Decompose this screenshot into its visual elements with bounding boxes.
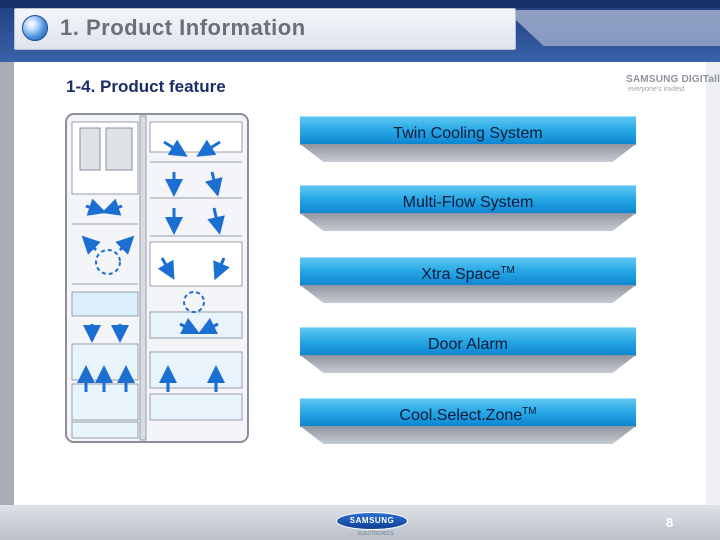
feature-bar-twin-cooling: Twin Cooling System: [300, 116, 636, 162]
feature-bar-fill: [300, 257, 636, 286]
feature-label: Cool.Select.ZoneTM: [300, 398, 636, 426]
feature-bar-fill: [300, 185, 636, 214]
feature-label-text: Multi-Flow System: [402, 194, 534, 211]
feature-bar-fill: [300, 116, 636, 145]
feature-label-text: Xtra Space: [421, 266, 501, 283]
feature-label-text: Cool.Select.Zone: [399, 407, 523, 424]
feature-bar-fill: [300, 327, 636, 356]
brand-logo: SAMSUNG DIGITall everyone's invited.: [626, 74, 720, 96]
right-strip: [706, 62, 720, 505]
brand-logo-text: SAMSUNG DIGITall: [626, 74, 720, 85]
feature-label-text: Twin Cooling System: [393, 125, 543, 142]
feature-label: Xtra SpaceTM: [300, 257, 636, 285]
feature-bar-shadow: [300, 426, 636, 444]
feature-bar-door-alarm: Door Alarm: [300, 327, 636, 373]
feature-bar-shadow: [300, 285, 636, 303]
feature-bar-shadow: [300, 355, 636, 373]
feature-bar-cool-select-zone: Cool.Select.ZoneTM: [300, 398, 636, 444]
footer-logo-text: SAMSUNG: [349, 516, 395, 525]
section-subtitle: 1-4. Product feature: [66, 77, 226, 96]
feature-label-sup: TM: [500, 265, 515, 276]
feature-label-sup: TM: [522, 406, 537, 417]
samsung-footer-logo: SAMSUNG: [336, 512, 408, 530]
page-title: 1. Product Information: [60, 15, 306, 40]
feature-bar-xtra-space: Xtra SpaceTM: [300, 257, 636, 303]
feature-label: Multi-Flow System: [300, 185, 636, 213]
feature-label: Twin Cooling System: [300, 116, 636, 144]
feature-label-text: Door Alarm: [427, 336, 509, 353]
refrigerator-airflow-illustration: [65, 113, 249, 443]
brand-tagline: everyone's invited.: [628, 86, 686, 93]
feature-bar-shadow: [300, 144, 636, 162]
bullet-circle-icon: [22, 15, 48, 41]
title-tab: [14, 8, 516, 50]
header-stripe: [0, 0, 720, 8]
left-strip: [0, 62, 14, 540]
feature-bar-multi-flow: Multi-Flow System: [300, 185, 636, 231]
footer-logo-subtext: ELECTRONICS: [358, 531, 394, 537]
page-number: 8: [666, 515, 674, 530]
feature-bar-shadow: [300, 213, 636, 231]
feature-bar-fill: [300, 398, 636, 427]
feature-label: Door Alarm: [300, 327, 636, 355]
title-tab-tail: [505, 10, 720, 46]
